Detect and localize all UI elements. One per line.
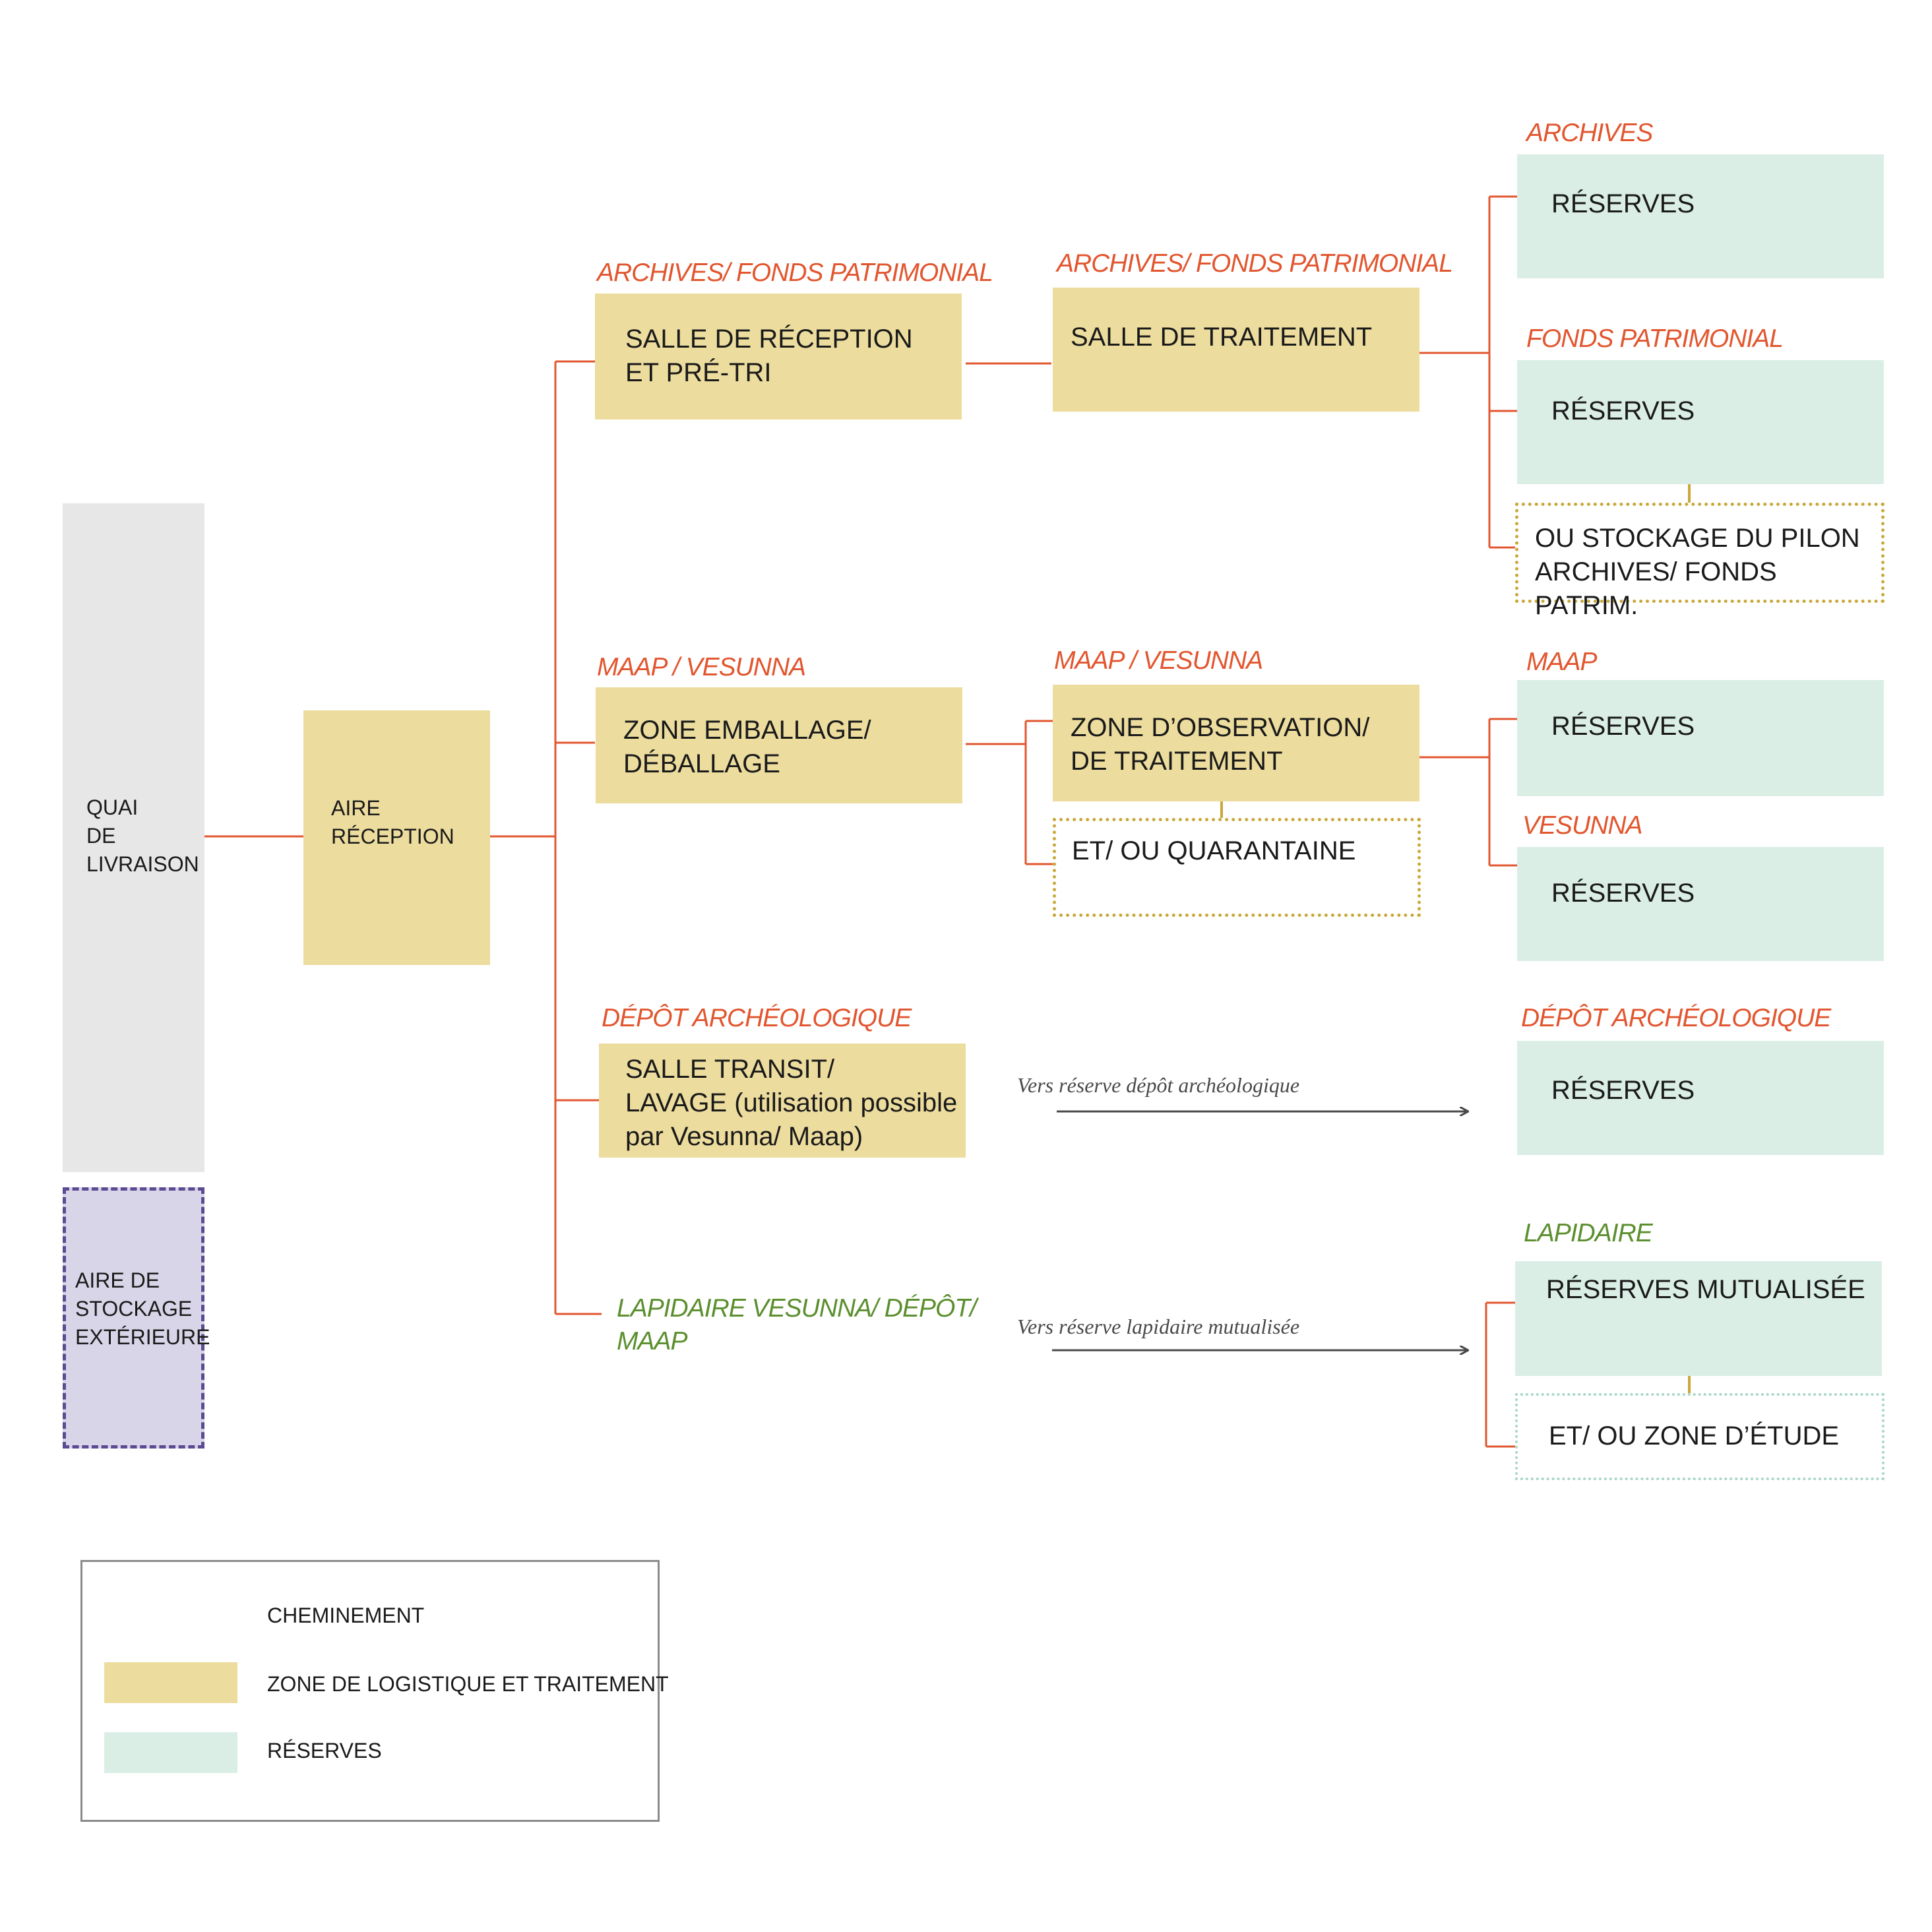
quarantaine-text: ET/ OU QUARANTAINE [1072, 836, 1356, 865]
quai-de-livraison: QUAI DE LIVRAISON [63, 503, 204, 1172]
label-col4-fonds: FONDS PATRIMONIAL [1526, 325, 1784, 353]
salle-transit-line-2: LAVAGE (utilisation possible [625, 1088, 958, 1117]
label-col3-archives: ARCHIVES/ FONDS PATRIMONIAL [1057, 249, 1453, 278]
label-col2-maap: MAAP / VESUNNA [597, 653, 806, 681]
label-col2-lapidaire-2: MAAP [617, 1327, 688, 1356]
route-archives-reserves [1418, 195, 1517, 549]
reserves-vesunna: RÉSERVES [1517, 847, 1884, 961]
salle-transit-line-3: par Vesunna/ Maap) [625, 1122, 863, 1151]
reserves-maap: RÉSERVES [1517, 680, 1884, 796]
stockage-line-2: STOCKAGE [75, 1297, 193, 1321]
legend-reserves-label: RÉSERVES [267, 1739, 382, 1762]
quai-line-2: DE [86, 824, 116, 848]
zone-observation-traitement: ZONE D’OBSERVATION/ DE TRAITEMENT [1053, 685, 1419, 801]
route-lapidaire-reserves [1485, 1301, 1515, 1448]
zone-emballage-line-2: DÉBALLAGE [623, 749, 780, 778]
reserves-vesunna-text: RÉSERVES [1551, 879, 1695, 908]
label-col4-depot: DÉPÔT ARCHÉOLOGIQUE [1521, 1004, 1831, 1032]
reserves-fonds-text: RÉSERVES [1551, 396, 1695, 425]
salle-de-traitement: SALLE DE TRAITEMENT [1053, 288, 1419, 412]
salle-reception-line-2: ET PRÉ-TRI [625, 358, 772, 387]
reception-line-1: AIRE [331, 796, 381, 820]
reserves-depot-text: RÉSERVES [1551, 1076, 1695, 1105]
zone-emballage-line-1: ZONE EMBALLAGE/ [623, 716, 871, 745]
zone-etude: ET/ OU ZONE D’ÉTUDE [1515, 1393, 1885, 1480]
label-col3-maap: MAAP / VESUNNA [1054, 646, 1263, 675]
pilon-line-1: OU STOCKAGE DU PILON [1535, 524, 1860, 553]
legend-reserves-swatch [104, 1732, 237, 1773]
salle-reception-pre-tri: SALLE DE RÉCEPTION ET PRÉ-TRI [595, 294, 962, 420]
reserves-mutualisee-text: RÉSERVES MUTUALISÉE [1546, 1275, 1865, 1304]
reserves-archives-text: RÉSERVES [1551, 189, 1695, 218]
legend-route-label: CHEMINEMENT [267, 1604, 425, 1627]
route-maap-split [966, 720, 1053, 865]
salle-transit-line-1: SALLE TRANSIT/ [625, 1055, 835, 1084]
stockage-line-3: EXTÉRIEURE [75, 1325, 210, 1349]
aire-reception: AIRE RÉCEPTION [303, 710, 490, 965]
reception-line-2: RÉCEPTION [331, 825, 454, 848]
aire-stockage-exterieure: AIRE DE STOCKAGE EXTÉRIEURE [63, 1187, 210, 1449]
zone-observation-line-2: DE TRAITEMENT [1071, 747, 1283, 776]
label-col2-archives: ARCHIVES/ FONDS PATRIMONIAL [597, 259, 993, 287]
salle-transit-lavage: SALLE TRANSIT/ LAVAGE (utilisation possi… [599, 1044, 966, 1158]
zone-emballage-deballage: ZONE EMBALLAGE/ DÉBALLAGE [596, 687, 962, 803]
legend-logistics-label: ZONE DE LOGISTIQUE ET TRAITEMENT [267, 1672, 669, 1696]
route-maap-reserves [1418, 718, 1517, 867]
legend-logistics-swatch [104, 1662, 237, 1703]
reserves-maap-text: RÉSERVES [1551, 712, 1695, 741]
et-ou-quarantaine: ET/ OU QUARANTAINE [1053, 818, 1421, 917]
label-col4-maap: MAAP [1526, 648, 1598, 676]
note-lapidaire: Vers réserve lapidaire mutualisée [1017, 1315, 1300, 1338]
stockage-line-1: AIRE DE [75, 1268, 160, 1292]
note-depot: Vers réserve dépôt archéologique [1017, 1073, 1300, 1097]
stockage-du-pilon: OU STOCKAGE DU PILON ARCHIVES/ FONDS PAT… [1515, 503, 1885, 620]
zone-etude-text: ET/ OU ZONE D’ÉTUDE [1549, 1421, 1840, 1450]
legend: CHEMINEMENT ZONE DE LOGISTIQUE ET TRAITE… [80, 1560, 669, 1822]
reserves-mutualisee: RÉSERVES MUTUALISÉE [1515, 1261, 1882, 1376]
label-col2-depot: DÉPÔT ARCHÉOLOGIQUE [602, 1004, 912, 1032]
quai-line-3: LIVRAISON [86, 852, 199, 876]
label-col4-lapidaire: LAPIDAIRE [1524, 1219, 1653, 1247]
label-col2-lapidaire-1: LAPIDAIRE VESUNNA/ DÉPÔT/ [617, 1294, 977, 1323]
pilon-line-2: ARCHIVES/ FONDS PATRIM. [1535, 557, 1777, 620]
reserves-depot: RÉSERVES [1517, 1041, 1884, 1155]
salle-traitement-text: SALLE DE TRAITEMENT [1071, 323, 1373, 352]
label-col4-archives: ARCHIVES [1526, 119, 1653, 147]
zone-observation-line-1: ZONE D’OBSERVATION/ [1071, 713, 1370, 742]
reserves-fonds-patrimonial: RÉSERVES [1517, 360, 1884, 484]
reserves-archives: RÉSERVES [1517, 154, 1884, 278]
label-col4-vesunna: VESUNNA [1522, 811, 1643, 840]
quai-line-1: QUAI [86, 795, 139, 819]
salle-reception-line-1: SALLE DE RÉCEPTION [625, 325, 913, 354]
